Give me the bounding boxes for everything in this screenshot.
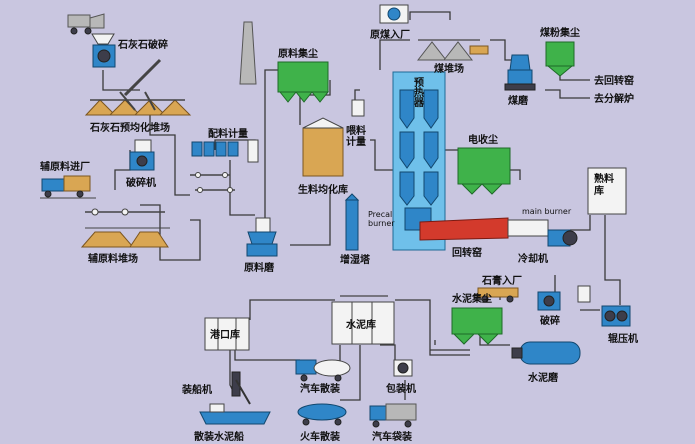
label-esp: 电收尘 [468,133,498,146]
label-aux-in: 辅原料进厂 [40,160,90,173]
coal-unloader [379,4,409,24]
ship-loader [231,371,251,405]
aux-yard [80,208,170,248]
roller-press [601,305,631,327]
truck-bag [369,403,417,428]
label-crusher: 破碎机 [126,176,156,189]
label-coal-yard: 煤堆场 [434,62,464,75]
cement-mill [511,341,581,365]
clinker-silo [587,167,627,215]
raw-homo-silo [302,117,344,177]
label-batching: 配料计量 [208,127,248,140]
truck-bulk [295,359,351,382]
label-ship-loader: 装船机 [181,383,212,396]
batching-scales [190,139,259,193]
label-clinker-silo: 熟料库 [594,172,614,197]
port-silo [204,317,250,351]
coal-yard [416,39,489,61]
cement-silo [331,295,395,345]
label-cement-dust: 水泥集尘 [451,292,492,305]
label-crush2: 破碎 [540,314,560,327]
label-raw-mill: 原料磨 [244,261,275,274]
aux-crusher [129,139,155,171]
coal-mill [504,54,536,91]
label-cement-mill: 水泥磨 [527,371,559,384]
chimney [239,21,257,85]
raw-dust-collector [277,61,330,103]
coal-dust-collector [545,41,575,77]
label-truck-bulk: 汽车散装 [300,382,340,395]
rotary-kiln [419,217,578,247]
limestone-prehomo-yard [84,91,192,116]
label-main-burner: main burner [522,207,572,216]
label-cooler: 冷却机 [518,252,548,265]
label-kiln: 回转窑 [452,246,482,259]
label-limestone-crush: 石灰石破碎 [117,38,168,51]
label-port-silo: 港口库 [210,328,240,341]
label-coal-mill: 煤磨 [508,94,529,107]
label-to-kiln: 去回转窑 [594,74,634,87]
label-conditioning-tower: 增湿塔 [340,253,371,266]
label-cement-silo: 水泥库 [345,318,376,331]
packing-machine [393,359,413,377]
esp-collector [457,147,511,195]
feed-meter [351,99,365,117]
label-feed-meter: 喂料计量 [346,124,366,148]
rail-bulk [297,403,347,426]
preheater-tower [392,71,446,251]
gypsum-crusher [537,285,591,311]
raw-mill [246,217,278,257]
label-packing: 包装机 [386,382,416,395]
label-to-calciner: 去分解炉 [594,92,634,105]
bulk-ship [199,403,271,425]
limestone-crusher [67,13,162,97]
conditioning-tower [344,193,360,251]
aux-material-truck [40,175,96,199]
label-bulk-ship: 散装水泥船 [194,430,244,443]
cement-dust-collector [451,307,503,345]
label-gypsum-in: 石膏入厂 [481,274,522,287]
label-raw-dust: 原料集尘 [278,47,318,60]
label-coal-dust: 煤粉集尘 [540,26,580,39]
label-aux-yard: 辅原料堆场 [88,252,138,265]
label-limestone-prehomo: 石灰石预均化堆场 [89,121,170,134]
gypsum-truck [477,287,519,303]
label-raw-homo: 生料均化库 [298,183,348,196]
label-roller-press: 辊压机 [608,332,638,345]
label-truck-bag: 汽车袋装 [372,430,412,443]
label-preheater: 预热器 [413,77,425,109]
label-rail-bulk: 火车散装 [300,430,340,443]
label-coal-in: 原煤入厂 [370,28,410,41]
